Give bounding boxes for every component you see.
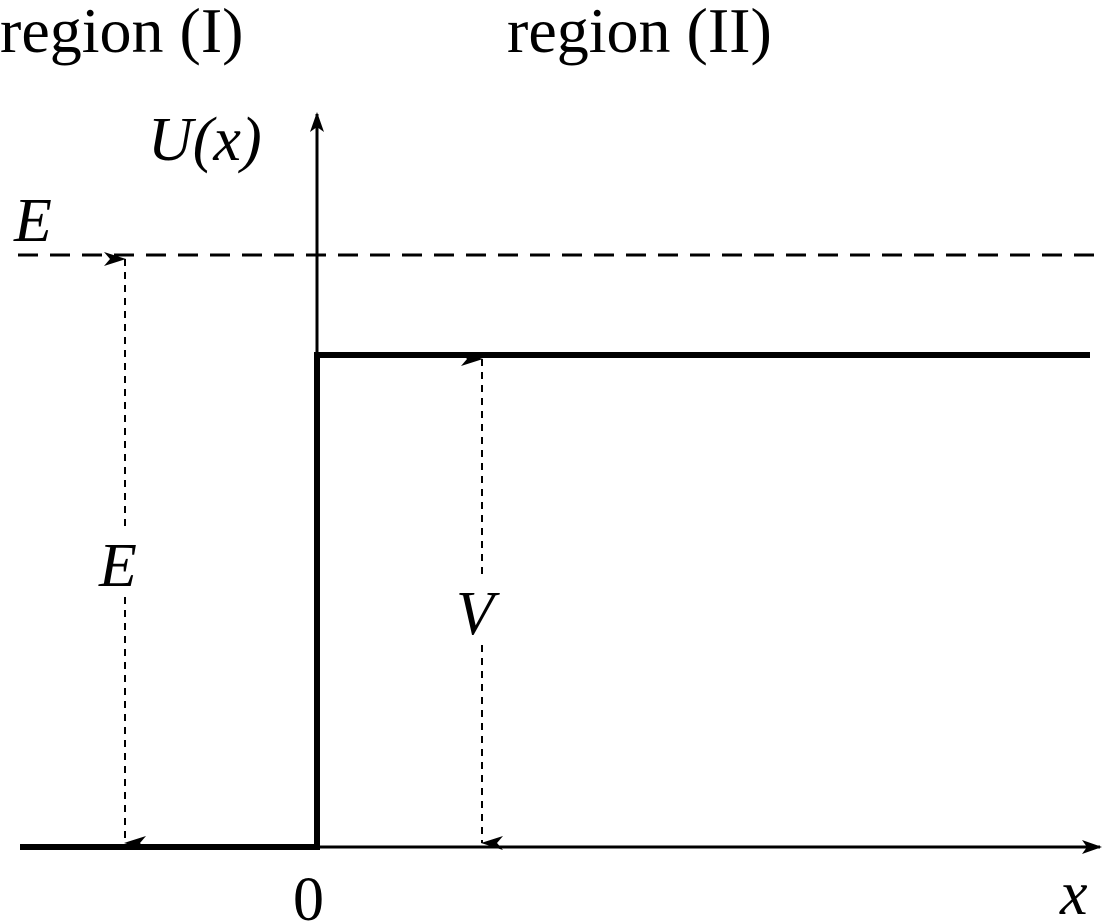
x-axis-label: x — [1059, 860, 1088, 924]
energy-span-label-backdrop — [98, 532, 154, 596]
origin-label: 0 — [293, 866, 324, 924]
region-one-label: region (I) — [0, 0, 243, 66]
region-two-label: region (II) — [507, 0, 772, 66]
energy-level-label: E — [13, 187, 52, 255]
potential-step-curve — [20, 352, 1090, 850]
barrier-span-label-backdrop — [452, 580, 510, 644]
y-axis-label: U(x) — [148, 106, 262, 174]
barrier-span-label: V — [456, 580, 500, 648]
energy-span-label: E — [98, 532, 137, 600]
